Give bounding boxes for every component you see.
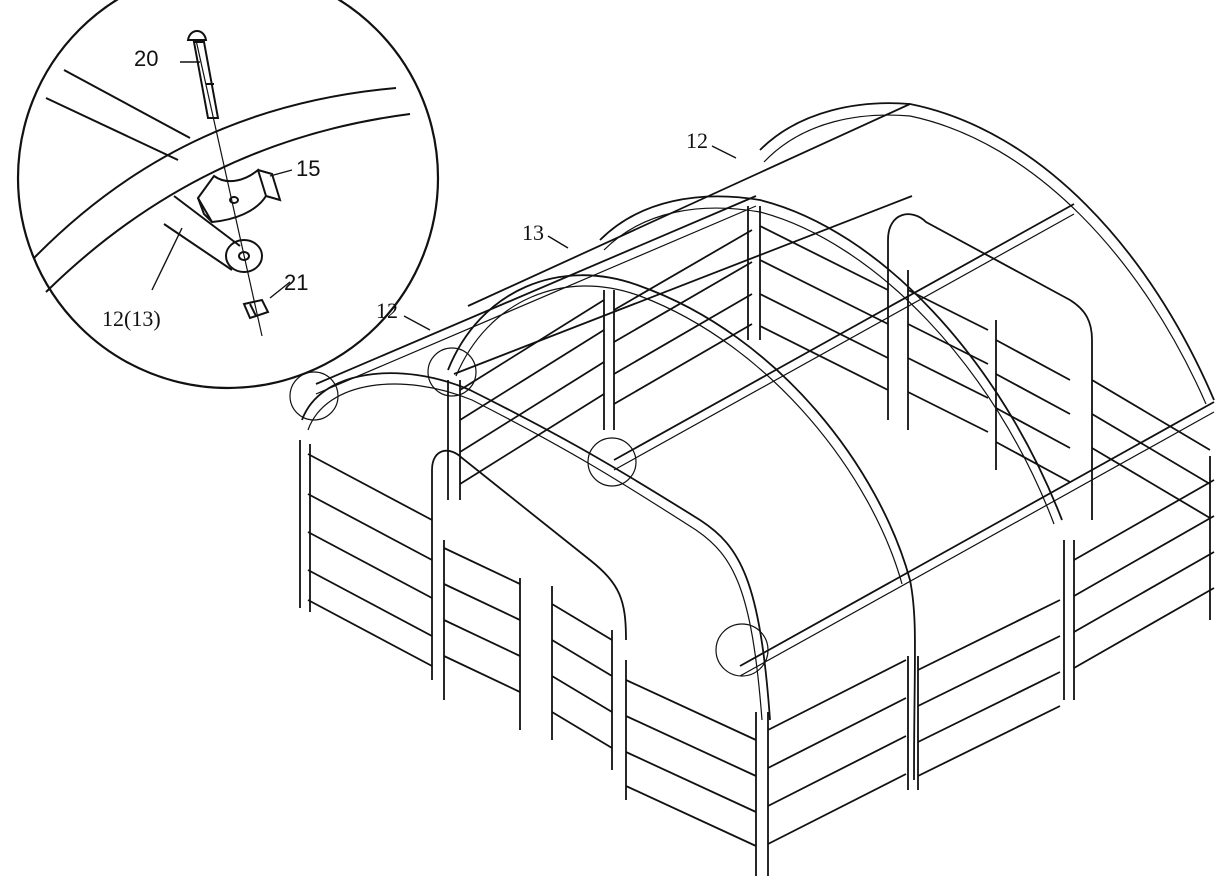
detail-purlin-b bbox=[63, 69, 191, 139]
detail-tube-hole bbox=[238, 251, 250, 261]
detail-bolt-head bbox=[186, 30, 208, 41]
arch-bow-2-inner bbox=[455, 285, 903, 585]
arch-bow-2 bbox=[447, 274, 916, 781]
arch-bow-4-inner bbox=[763, 114, 1207, 405]
shelter-structure bbox=[289, 102, 1215, 876]
detail-clamp-edge bbox=[197, 197, 213, 223]
detail-tube-a bbox=[173, 195, 241, 247]
label-part-12-front: 12 bbox=[376, 298, 398, 323]
label-part-13: 13 bbox=[522, 220, 544, 245]
detail-bolt-axis bbox=[195, 39, 263, 337]
label-part-21: 21 bbox=[284, 270, 308, 295]
gate-front-right bbox=[551, 586, 613, 770]
label-part-12-13: 12(13) bbox=[102, 306, 161, 331]
leader-12-front bbox=[403, 315, 431, 331]
detail-clamp-flange bbox=[257, 169, 282, 202]
leader-12-13 bbox=[151, 227, 183, 291]
arch-bow-3 bbox=[599, 195, 1063, 521]
detail-nut-face bbox=[249, 303, 257, 317]
label-part-15: 15 bbox=[296, 156, 320, 181]
leader-21 bbox=[269, 281, 291, 299]
purlin-right-inner bbox=[739, 411, 1215, 677]
joint-circle-3 bbox=[587, 437, 637, 487]
panel-front-right bbox=[625, 456, 1215, 876]
arch-bow-1-inner bbox=[307, 383, 763, 721]
door-frame-back bbox=[887, 213, 1093, 520]
joint-circle-1 bbox=[289, 371, 339, 421]
detail-purlin-a bbox=[45, 97, 179, 161]
detail-circle bbox=[16, 0, 440, 390]
joint-circle-2 bbox=[427, 347, 477, 397]
purlin-front-left bbox=[315, 195, 757, 385]
purlin-mid-left bbox=[453, 195, 913, 375]
detail-clamp bbox=[196, 168, 268, 224]
detail-clamp-hole bbox=[229, 196, 239, 204]
label-part-20: 20 bbox=[134, 46, 158, 71]
panel-back-right bbox=[907, 270, 1211, 519]
purlin-center-inner bbox=[613, 213, 1075, 471]
label-part-12-back: 12 bbox=[686, 128, 708, 153]
detail-tube-end bbox=[225, 239, 263, 273]
door-frame-front bbox=[431, 449, 627, 680]
leader-12-back bbox=[711, 145, 737, 159]
gate-front-left bbox=[443, 540, 521, 730]
joint-circle-4 bbox=[715, 623, 769, 677]
arch-bow-1 bbox=[301, 372, 771, 721]
panel-left-back bbox=[459, 206, 889, 485]
detail-arch-tube-inner bbox=[45, 113, 411, 293]
arch-bow-4 bbox=[759, 102, 1215, 401]
leader-15 bbox=[269, 169, 293, 177]
leader-13 bbox=[547, 235, 569, 249]
purlin-right bbox=[739, 401, 1215, 667]
detail-arch-tube-outer bbox=[33, 87, 397, 259]
panel-left-front bbox=[299, 380, 461, 667]
detail-callout bbox=[16, 0, 440, 390]
purlin-center bbox=[613, 203, 1075, 461]
detail-tube-b bbox=[163, 223, 233, 271]
detail-bolt-shank bbox=[192, 41, 220, 119]
purlin-top-back bbox=[467, 103, 911, 307]
purlin-front-left-inner bbox=[315, 205, 757, 395]
detail-nut bbox=[242, 298, 270, 320]
